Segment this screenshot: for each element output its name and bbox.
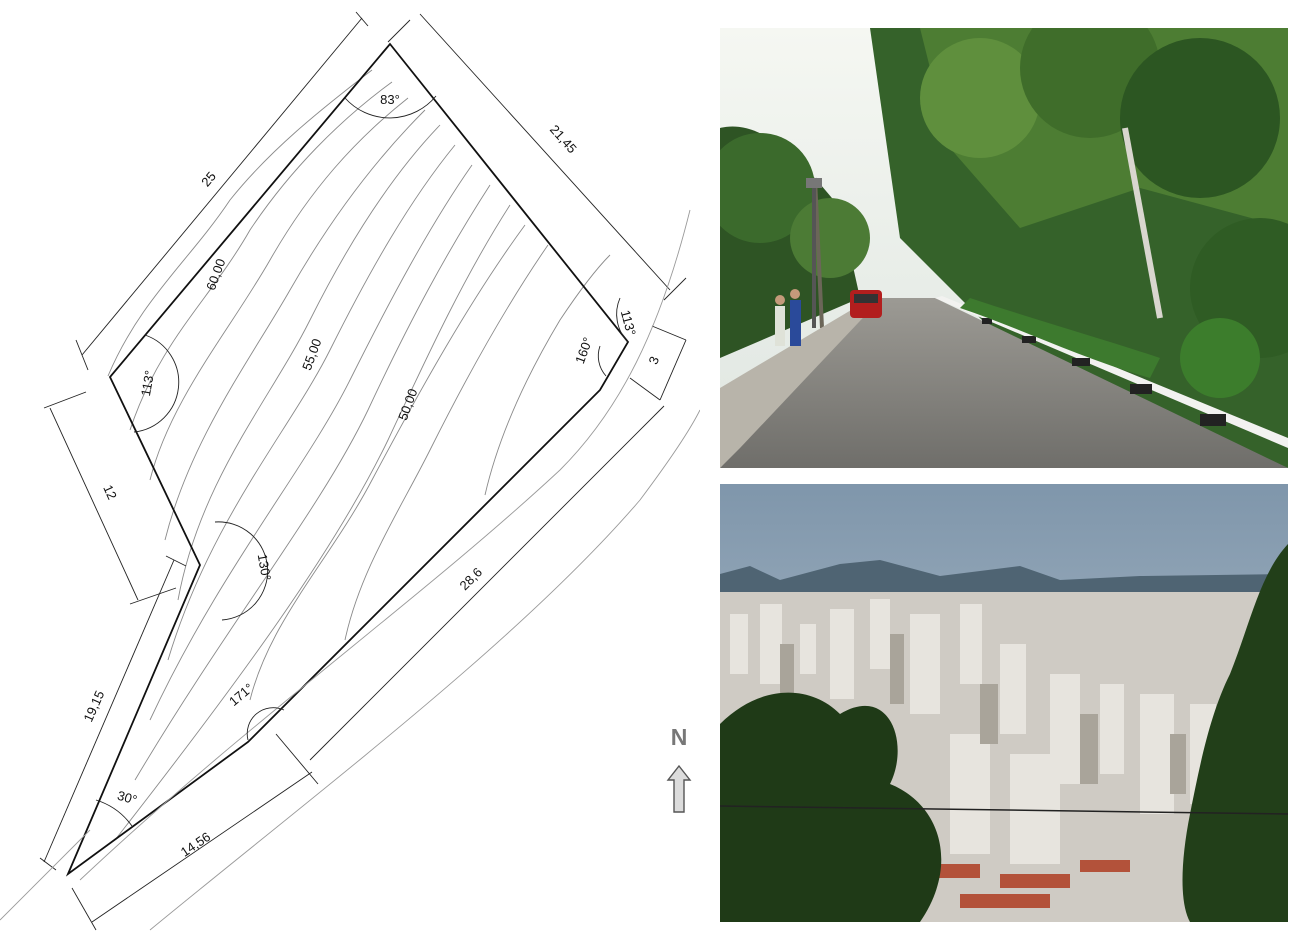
dimension-lines (39, 11, 687, 931)
angle-right-upper: 113° (618, 308, 639, 337)
dim-top-right: 21,45 (547, 122, 580, 156)
north-indicator: N (662, 724, 696, 816)
city-bay-panorama-photo (720, 484, 1288, 922)
angle-left-middle: 130° (255, 553, 274, 582)
angle-left-upper: 113° (138, 369, 157, 397)
road-edge-lines (0, 209, 700, 931)
angle-arcs (95, 95, 629, 827)
angle-bottom-middle: 171° (226, 680, 256, 709)
dim-bottom: 14,56 (178, 829, 213, 860)
contour-lines (107, 69, 611, 841)
angle-bottom-left: 30° (116, 788, 139, 808)
site-plan-drawing: 25 21,45 3 28,6 14,56 12 19,15 83° 113° … (0, 11, 700, 931)
lot-boundary (65, 42, 630, 877)
cobblestone-street-photo (720, 28, 1288, 468)
contour-label-50: 50,00 (395, 387, 420, 423)
dim-left-upper: 12 (100, 483, 120, 502)
dim-right: 3 (646, 354, 663, 366)
angle-right-lower: 160° (572, 335, 595, 365)
north-label: N (670, 724, 688, 750)
dim-top-left: 25 (198, 169, 219, 190)
north-arrow-icon (666, 764, 692, 813)
angle-top: 83° (380, 92, 400, 107)
dim-left-lower: 19,15 (80, 688, 107, 724)
